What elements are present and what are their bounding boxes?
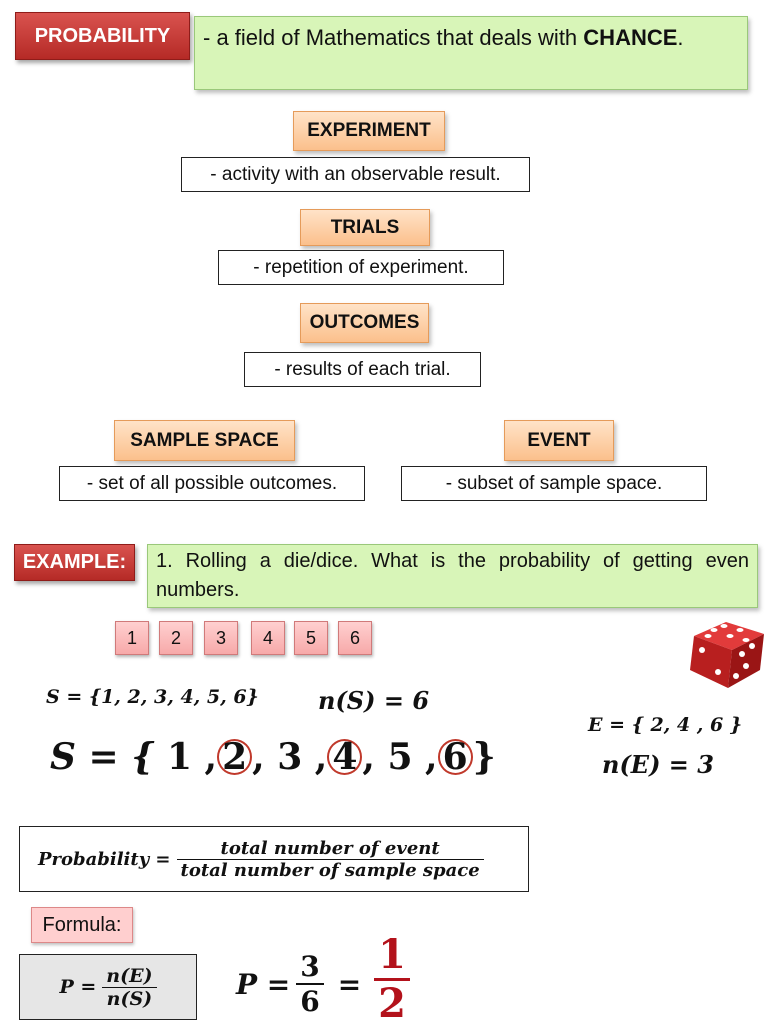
sample-space-set-small: S = {1, 2, 3, 4, 5, 6}	[46, 686, 259, 708]
trials-label: TRIALS	[300, 209, 430, 246]
example-question: 1. Rolling a die/dice. What is the proba…	[147, 544, 758, 608]
outcomes-definition: - results of each trial.	[244, 352, 481, 387]
formula-tag: Formula:	[31, 907, 133, 943]
result-denominator: 6	[300, 985, 320, 1018]
result-fraction: 3 6	[296, 950, 324, 1018]
result-expression: P = 3 6 =	[236, 944, 373, 1024]
fraction-denominator: total number of sample space	[180, 859, 480, 881]
formula-numerator: n(E)	[106, 964, 153, 987]
die-face-2: 2	[159, 621, 193, 655]
probability-fraction: total number of event total number of sa…	[176, 837, 484, 881]
probability-formula-lhs: Probability =	[38, 848, 171, 870]
event-set: E = { 2, 4 , 6 }	[588, 714, 743, 736]
probability-definition: - a field of Mathematics that deals with…	[194, 16, 748, 90]
probability-tag: PROBABILITY	[15, 12, 190, 60]
circled-element-2: 2	[217, 739, 253, 775]
formula-box: P = n(E) n(S)	[19, 954, 197, 1020]
set-element-3: , 3 ,	[252, 736, 328, 778]
set-element-5: , 5 ,	[362, 736, 438, 778]
result-bar	[296, 983, 324, 985]
result-equals: =	[337, 967, 362, 1001]
sample-space-count: n(S) = 6	[318, 686, 430, 715]
die-face-3: 3	[204, 621, 238, 655]
answer-fraction: 1 2	[372, 932, 412, 1024]
example-tag: EXAMPLE:	[14, 544, 135, 581]
experiment-definition: - activity with an observable result.	[181, 157, 530, 192]
outcomes-label: OUTCOMES	[300, 303, 429, 343]
circled-element-4: 4	[327, 739, 363, 775]
experiment-label: EXPERIMENT	[293, 111, 445, 151]
circled-element-6: 6	[437, 739, 473, 775]
red-die-image	[690, 622, 764, 688]
die-face-4: 4	[251, 621, 285, 655]
die-face-1: 1	[115, 621, 149, 655]
result-numerator: 3	[300, 950, 320, 983]
sample-space-label: SAMPLE SPACE	[114, 420, 295, 461]
answer-numerator: 1	[378, 932, 406, 978]
definition-prefix: - a field of Mathematics that deals with	[203, 25, 578, 50]
set-close: }	[472, 736, 496, 778]
event-label: EVENT	[504, 420, 614, 461]
formula-fraction: n(E) n(S)	[102, 964, 157, 1010]
definition-suffix: .	[677, 25, 684, 50]
formula-denominator: n(S)	[106, 987, 153, 1010]
set-open: S = {	[50, 736, 155, 778]
answer-denominator: 2	[378, 980, 406, 1024]
die-face-6: 6	[338, 621, 372, 655]
fraction-bar	[176, 858, 484, 860]
die-face-5: 5	[294, 621, 328, 655]
trials-definition: - repetition of experiment.	[218, 250, 504, 285]
probability-formula-box: Probability = total number of event tota…	[19, 826, 529, 892]
definition-bold: CHANCE	[583, 25, 678, 50]
sample-space-definition: - set of all possible outcomes.	[59, 466, 365, 501]
formula-lhs: P =	[59, 976, 97, 998]
result-lhs: P =	[236, 967, 291, 1001]
fraction-numerator: total number of event	[220, 837, 440, 859]
answer-bar	[374, 978, 410, 981]
sample-space-set-large: S = { 1 ,2, 3 ,4, 5 ,6}	[50, 736, 496, 778]
formula-bar	[102, 986, 157, 988]
event-definition: - subset of sample space.	[401, 466, 707, 501]
set-element-1: 1 ,	[166, 736, 218, 778]
event-count: n(E) = 3	[602, 750, 714, 779]
